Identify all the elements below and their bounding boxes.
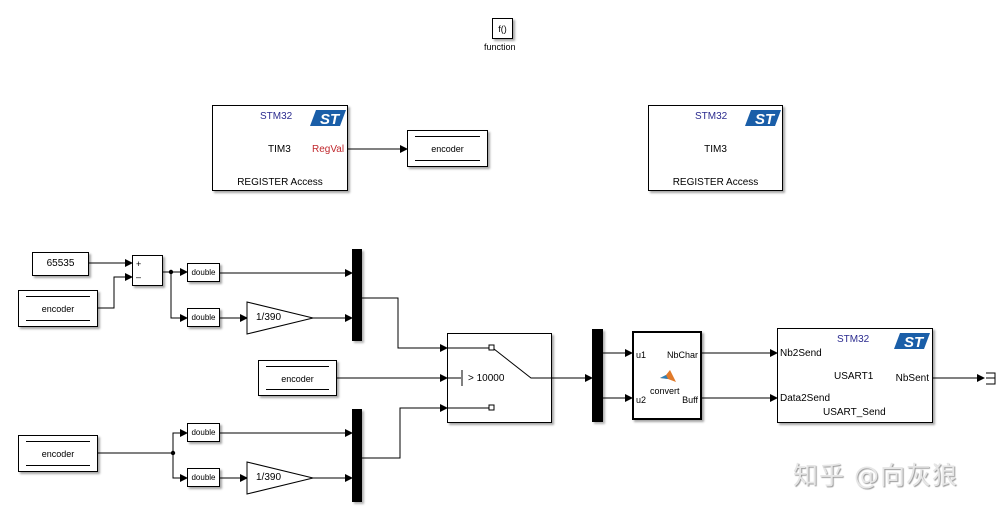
matlab-function-convert[interactable]: u1 NbChar convert u2 Buff bbox=[632, 331, 702, 420]
port-data2send: Data2Send bbox=[780, 393, 831, 404]
branch-point bbox=[168, 269, 174, 275]
wire-sum-branch bbox=[170, 272, 188, 322]
function-icon-text: f() bbox=[498, 24, 507, 34]
constant-block[interactable]: 65535 bbox=[32, 252, 89, 276]
switch-criteria: > 10000 bbox=[468, 373, 505, 384]
switch-icon bbox=[447, 344, 552, 411]
data-type-conversion-4[interactable]: double bbox=[187, 468, 220, 487]
block-name: USART_Send bbox=[823, 407, 886, 418]
gain-label-1: 1/390 bbox=[256, 312, 282, 323]
timer-label: TIM3 bbox=[268, 144, 291, 155]
wire-mux2-switch bbox=[362, 404, 448, 459]
wire-enc3-dbl4 bbox=[172, 453, 188, 482]
regval-port-label: RegVal bbox=[312, 144, 345, 155]
port-u2: u2 bbox=[636, 395, 647, 405]
gain-label-2: 1/390 bbox=[256, 472, 282, 483]
port-nbsent: NbSent bbox=[895, 373, 929, 384]
port-u1: u1 bbox=[636, 350, 647, 360]
port-nbchar: NbChar bbox=[666, 350, 698, 360]
watermark: 知乎 @向灰狼 bbox=[793, 461, 958, 490]
encoder-memory-read-2[interactable]: encoder bbox=[258, 360, 337, 396]
matlab-logo-icon bbox=[660, 370, 676, 382]
port-buff: Buff bbox=[682, 395, 698, 405]
data-type-conversion-1[interactable]: double bbox=[187, 263, 220, 282]
encoder-label: encoder bbox=[41, 449, 75, 459]
mux-block-3[interactable] bbox=[592, 329, 603, 422]
encoder-label: encoder bbox=[41, 304, 75, 314]
encoder-label: encoder bbox=[281, 374, 314, 384]
encoder-label: encoder bbox=[431, 144, 464, 154]
svg-text:ST: ST bbox=[320, 111, 341, 128]
usart-send-block[interactable]: STM32 ST Nb2Send USART1 NbSent Data2Send… bbox=[777, 328, 933, 423]
switch-block[interactable]: > 10000 bbox=[447, 333, 552, 423]
stm32-label: STM32 bbox=[837, 334, 870, 345]
st-logo-icon: ST bbox=[310, 110, 346, 128]
gain-triangle[interactable] bbox=[246, 461, 314, 495]
sum-plus-sign: + bbox=[136, 259, 142, 269]
usart-peripheral: USART1 bbox=[834, 371, 874, 382]
register-access-block-1[interactable]: STM32 ST TIM3 RegVal REGISTER Access bbox=[212, 105, 348, 191]
mux-block-2[interactable] bbox=[352, 409, 362, 502]
convert-name: convert bbox=[650, 386, 680, 396]
sum-minus-sign: – bbox=[136, 272, 142, 282]
gain-triangle[interactable] bbox=[246, 301, 314, 335]
port-nb2send: Nb2Send bbox=[780, 348, 822, 359]
wire-mux1-switch bbox=[362, 297, 448, 352]
mux-block-1[interactable] bbox=[352, 249, 362, 341]
encoder-memory-write[interactable]: encoder bbox=[407, 130, 488, 167]
conversion-label: double bbox=[191, 428, 216, 437]
conversion-label: double bbox=[191, 268, 216, 277]
wire-enc3-dbl3 bbox=[172, 429, 188, 453]
encoder-memory-read-1[interactable]: encoder bbox=[18, 290, 98, 327]
st-logo-icon: ST bbox=[894, 333, 930, 351]
svg-text:ST: ST bbox=[904, 334, 925, 351]
stm32-label: STM32 bbox=[695, 111, 728, 122]
svg-text:ST: ST bbox=[755, 111, 776, 128]
conversion-label: double bbox=[191, 473, 216, 482]
data-type-conversion-2[interactable]: double bbox=[187, 308, 220, 327]
data-type-conversion-3[interactable]: double bbox=[187, 423, 220, 442]
encoder-memory-read-3[interactable]: encoder bbox=[18, 435, 98, 472]
timer-label: TIM3 bbox=[704, 144, 727, 155]
register-access-block-2[interactable]: STM32 ST TIM3 REGISTER Access bbox=[648, 105, 783, 191]
function-label: function bbox=[484, 42, 516, 52]
wire-enc-sum bbox=[98, 273, 133, 309]
block-name: REGISTER Access bbox=[672, 177, 759, 188]
branch-point bbox=[170, 450, 176, 456]
constant-value: 65535 bbox=[46, 258, 75, 269]
stm32-label: STM32 bbox=[260, 111, 293, 122]
sum-block[interactable]: + – bbox=[132, 255, 163, 286]
terminator-icon[interactable] bbox=[986, 372, 996, 385]
conversion-label: double bbox=[191, 313, 216, 322]
block-name: REGISTER Access bbox=[237, 177, 323, 188]
function-call-block[interactable]: f() bbox=[492, 18, 513, 39]
st-logo-icon: ST bbox=[745, 110, 781, 128]
